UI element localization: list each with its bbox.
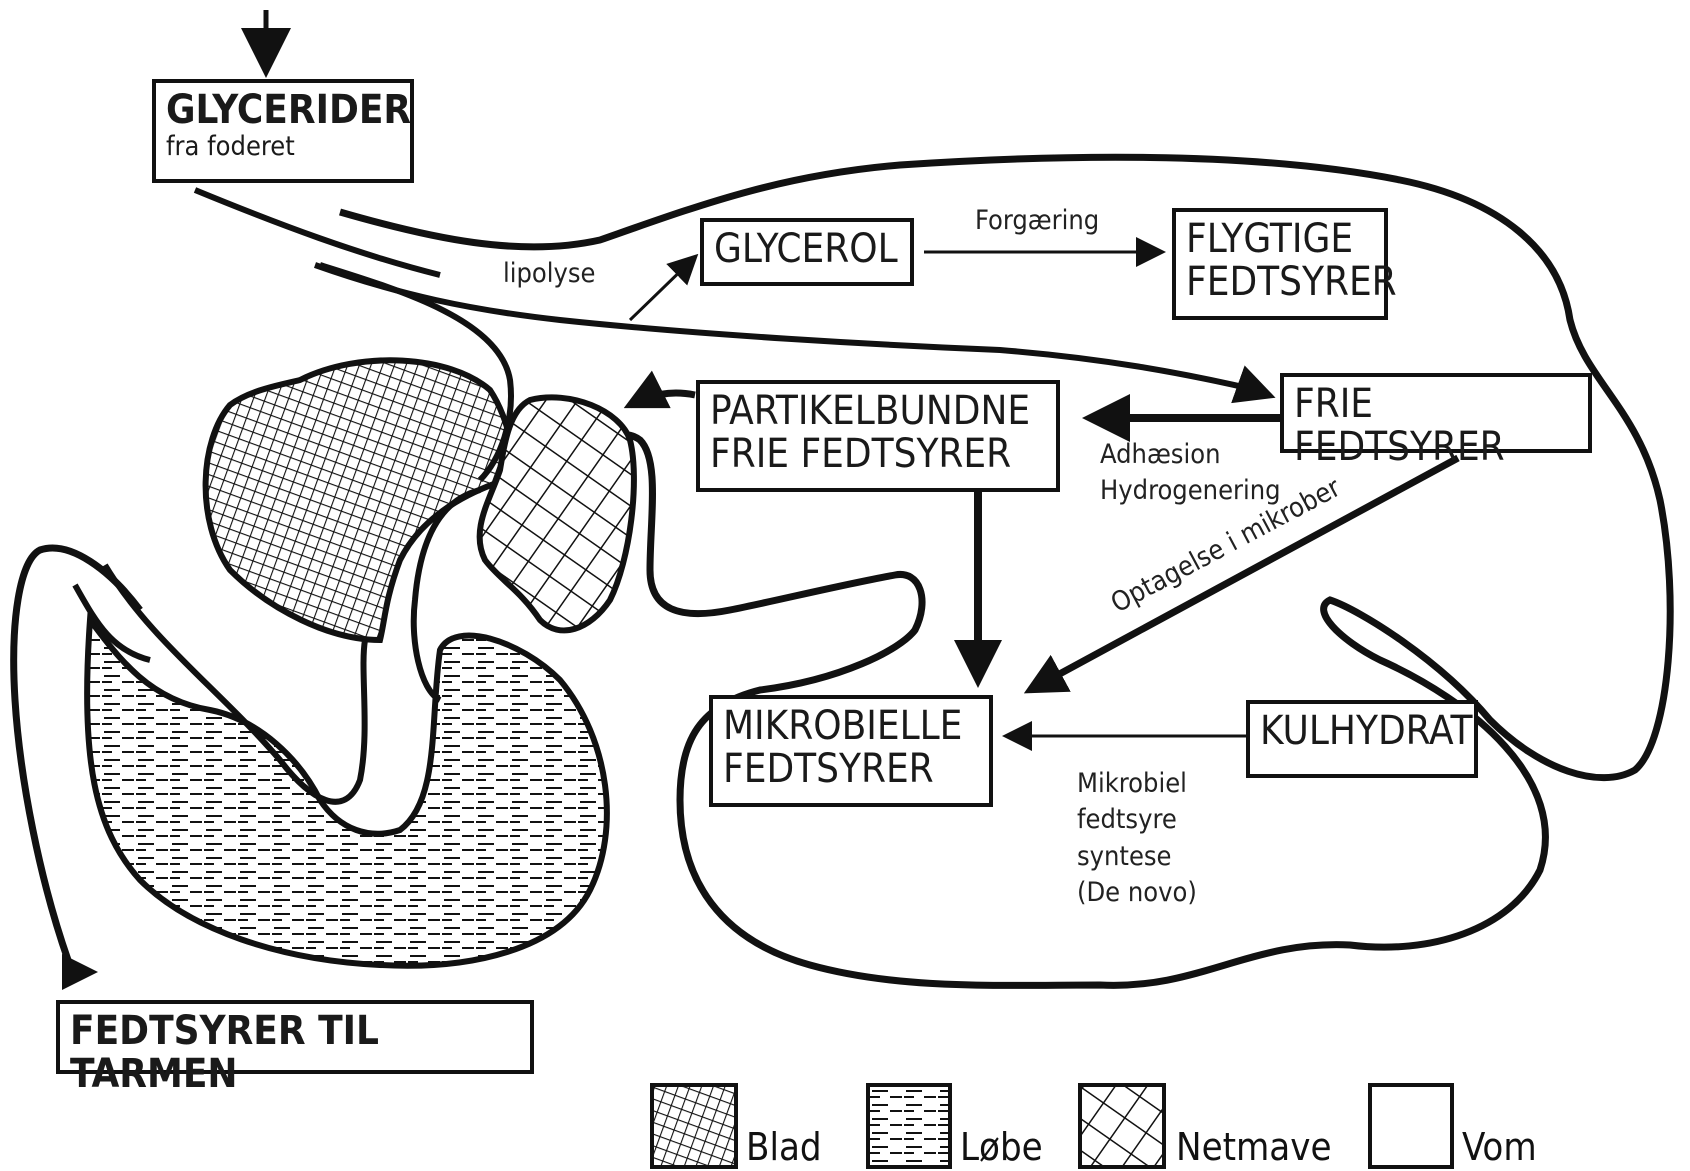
legend-swatch-netmave [1078, 1083, 1166, 1169]
kulhydrat-box: KULHYDRAT [1246, 700, 1478, 778]
mikrobielle-line-2: FEDTSYRER [723, 748, 979, 791]
frie-fedtsyrer-box: FRIE FEDTSYRER [1280, 373, 1592, 453]
glycerol-label: GLYCEROL [714, 226, 898, 272]
flygtige-line-1: FLYGTIGE [1186, 218, 1374, 261]
lipolyse-label: lipolyse [503, 256, 596, 292]
hydrogenering-text: Hydrogenering [1100, 473, 1281, 509]
glycerider-title: GLYCERIDER [166, 87, 411, 133]
frie-label: FRIE FEDTSYRER [1294, 381, 1505, 470]
legend-label-blad: Blad [746, 1125, 822, 1169]
arrow-to-intestine [68, 960, 92, 972]
kulhydrat-label: KULHYDRAT [1260, 708, 1473, 754]
flygtige-line-2: FEDTSYRER [1186, 261, 1374, 304]
legend-swatch-blad [650, 1083, 738, 1169]
adhaesion-text: Adhæsion [1100, 437, 1281, 473]
legend-label-loebe: Løbe [960, 1125, 1043, 1169]
syntese-line-1: Mikrobiel [1077, 766, 1197, 802]
legend-label-vom: Vom [1462, 1125, 1537, 1169]
loebe-shape [87, 620, 607, 966]
de-novo-label: Mikrobiel fedtsyre syntese (De novo) [1077, 766, 1197, 912]
legend-label-netmave: Netmave [1176, 1125, 1332, 1169]
flygtige-fedtsyrer-box: FLYGTIGE FEDTSYRER [1172, 208, 1388, 320]
partikel-line-1: PARTIKELBUNDNE [710, 390, 1046, 433]
partikel-line-2: FRIE FEDTSYRER [710, 433, 1046, 476]
glycerider-box: GLYCERIDER fra foderet [152, 79, 414, 183]
syntese-line-2: fedtsyre [1077, 802, 1197, 838]
partikelbundne-box: PARTIKELBUNDNE FRIE FEDTSYRER [696, 380, 1060, 492]
tarmen-box: FEDTSYRER TIL TARMEN [56, 1000, 534, 1074]
syntese-line-3: syntese [1077, 839, 1197, 875]
arrow-lipolyse [630, 258, 694, 320]
legend-swatch-vom [1368, 1083, 1454, 1169]
syntese-line-4: (De novo) [1077, 875, 1197, 911]
mikrobielle-line-1: MIKROBIELLE [723, 705, 979, 748]
glycerol-box: GLYCEROL [700, 218, 914, 286]
oesophagus-upper-wall [195, 190, 440, 275]
legend-swatch-loebe [866, 1083, 952, 1169]
glycerider-subtitle: fra foderet [166, 132, 400, 161]
arrow-to-netmave [630, 393, 695, 405]
adhaesion-label: Adhæsion Hydrogenering [1100, 437, 1281, 510]
blad-shape [206, 360, 513, 640]
mikrobielle-fedtsyrer-box: MIKROBIELLE FEDTSYRER [709, 695, 993, 807]
forgaering-label: Forgæring [975, 203, 1099, 239]
